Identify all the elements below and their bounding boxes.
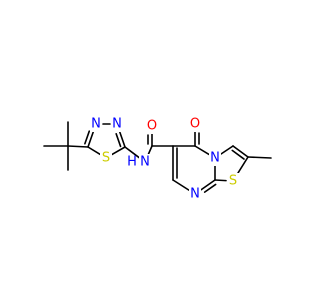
- bond-c3-c2: [232, 145, 249, 158]
- atom-label-amide-hydrogen: H: [127, 155, 137, 170]
- bond-c2-c_methyl: [247, 156, 272, 159]
- bond-c5-n4: [194, 145, 210, 156]
- bond-c8a-n8-second-line: [203, 183, 217, 193]
- atom-label-n4: N: [210, 151, 220, 166]
- bond-n8-c7: [172, 179, 190, 192]
- bond-n_amide-c_amide: [147, 145, 153, 157]
- atom-label-background: [111, 116, 123, 132]
- bond-s_td1-c_td5: [87, 146, 101, 156]
- atom-label-s_td1: S: [102, 151, 110, 166]
- atom-label-background: [146, 118, 158, 134]
- bond-c_td2-n_amide: [124, 146, 141, 159]
- atom-label-background: [189, 186, 201, 202]
- atom-label-n_td3: N: [112, 117, 122, 132]
- atom-label-background: [227, 173, 239, 189]
- bond-c8a-n8: [199, 179, 216, 191]
- atom-label-s1: S: [229, 174, 237, 189]
- bond-n4-c3: [220, 145, 234, 155]
- atom-label-background: [189, 116, 201, 132]
- atom-label-background: [139, 154, 151, 170]
- atom-label-background: [90, 116, 102, 132]
- atom-label-n_td4: N: [91, 117, 101, 132]
- bond-c_td5-n_td4: [87, 129, 95, 148]
- bond-c_td5-n_td4-second-line: [84, 130, 91, 145]
- atom-label-o_amide: O: [147, 119, 157, 134]
- bond-s1-c8a: [214, 179, 227, 182]
- bonds-layer: [43, 121, 272, 193]
- atom-label-background: [100, 150, 112, 166]
- bond-n_td3-c_td2-second-line: [115, 133, 122, 148]
- bond-c2-s1: [235, 156, 249, 176]
- bond-n_td3-c_td2: [118, 129, 126, 148]
- atom-label-background: [209, 150, 221, 166]
- atom-label-n_amide: N: [140, 155, 150, 170]
- atom-label-n8: N: [190, 187, 200, 202]
- bond-c_td2-s_td1: [111, 146, 126, 156]
- bond-c_tbu_q-c_td5: [67, 145, 89, 148]
- bond-c3-c2-second-line: [231, 149, 245, 160]
- atom-label-o5: O: [190, 117, 200, 132]
